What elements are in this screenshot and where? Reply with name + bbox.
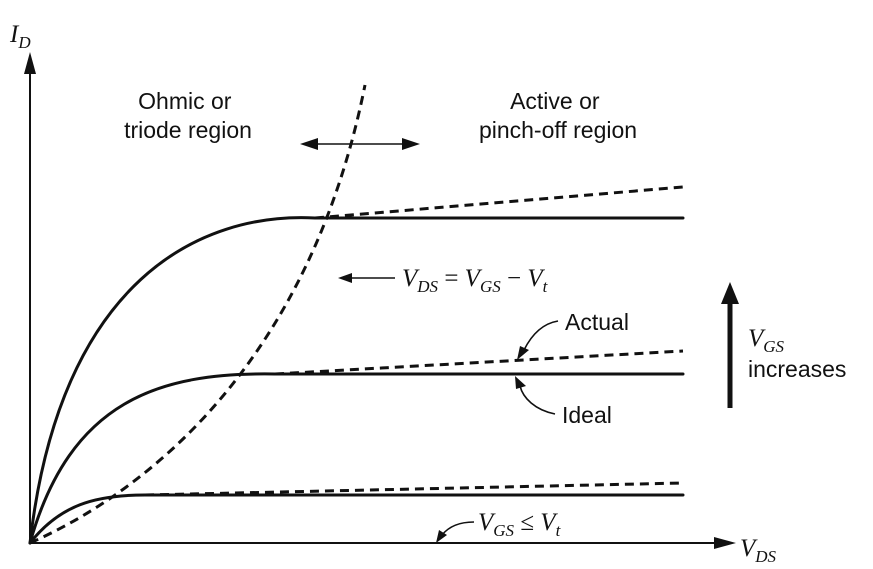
threshold-pointer [441,521,475,536]
vgs-increases-label: increases [748,356,846,382]
boundary-equation-annotation: VDS = VGS − Vt [338,265,549,296]
ideal-pointer [519,385,556,415]
vgs-increase-arrowhead [721,282,739,304]
y-axis-label: ID [9,21,31,52]
y-axis-arrowhead [24,52,36,74]
vgs-increases-indicator: VGS increases [721,282,846,408]
ohmic-region-label: Ohmic or triode region [124,88,252,143]
pinch-off-boundary-curve [29,84,367,545]
ideal-annotation: Ideal [515,376,612,428]
actual-pointer-arrowhead [517,346,529,360]
actual-annotation: Actual [517,309,629,360]
ideal-curve-mid-vgs [28,372,685,545]
ideal-curve-low-vgs [28,493,685,545]
boundary-pointer-arrowhead [338,273,352,283]
actual-label: Actual [565,309,629,335]
threshold-annotation: VGS ≤ Vt [436,509,562,543]
region-boundary-double-arrow [300,138,420,150]
x-axis-arrowhead [714,537,736,549]
boundary-equation-label: VDS = VGS − Vt [402,265,549,296]
axes [24,52,736,549]
actual-curve-high-vgs [314,185,684,220]
ideal-pointer-arrowhead [515,376,526,389]
actual-pointer [523,320,559,351]
ideal-curve-high-vgs [28,216,685,545]
vgs-symbol: VGS [748,325,785,356]
actual-curve-mid-vgs [274,349,684,376]
threshold-pointer-arrowhead [436,530,447,543]
ideal-label: Ideal [562,402,612,428]
actual-curve-low-vgs [144,481,684,497]
threshold-label: VGS ≤ Vt [478,509,562,540]
x-axis-label: VDS [740,535,777,566]
active-region-label: Active or pinch-off region [479,88,637,143]
